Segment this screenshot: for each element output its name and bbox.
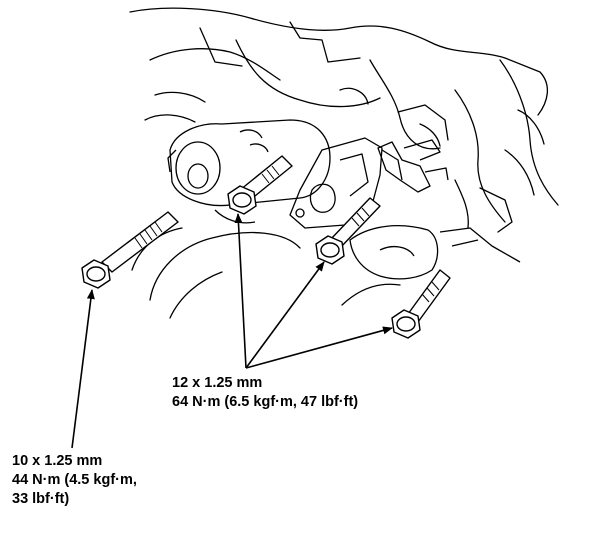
flywheel-housing [131, 227, 401, 319]
wire-harness-bracket [377, 139, 449, 193]
bolt-10mm-torque-line1: 44 N·m (4.5 kgf·m, [12, 472, 137, 488]
callout-bolt-12mm: 12 x 1.25 mm 64 N·m (6.5 kgf·m, 47 lbf·f… [172, 374, 358, 412]
bolt-12mm-size-label: 12 x 1.25 mm [172, 375, 263, 391]
bolt-10mm-left [81, 211, 179, 289]
engine-block-outline [129, 7, 559, 233]
leader-lines-12mm [234, 213, 393, 369]
bolt-12mm-middle [315, 197, 381, 265]
bolt-12mm-right [391, 269, 451, 339]
transmission-housing [349, 225, 521, 280]
mount-bracket [289, 137, 403, 229]
callout-bolt-10mm: 10 x 1.25 mm 44 N·m (4.5 kgf·m, 33 lbf·f… [12, 452, 137, 509]
bolt-12mm-top [227, 155, 293, 215]
bolt-10mm-torque-line2: 33 lbf·ft) [12, 491, 70, 507]
starter-motor [167, 119, 331, 224]
bolt-12mm-torque-label: 64 N·m (6.5 kgf·m, 47 lbf·ft) [172, 394, 359, 410]
bolt-10mm-size-label: 10 x 1.25 mm [12, 453, 103, 469]
leader-line-10mm [71, 289, 95, 449]
